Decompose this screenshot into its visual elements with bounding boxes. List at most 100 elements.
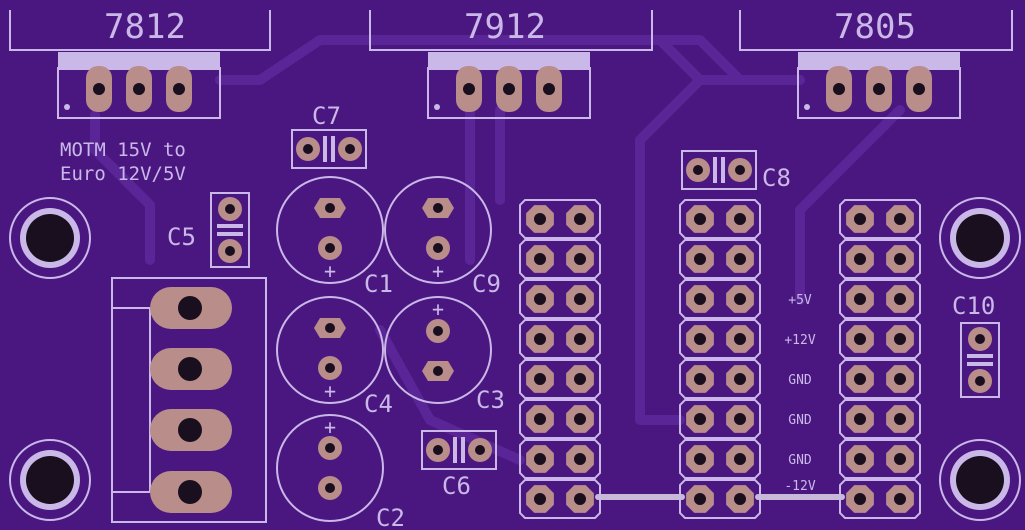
polarity-mark: +: [432, 259, 444, 283]
header-pin-hole: [694, 253, 706, 265]
header-pin-hole: [534, 413, 546, 425]
rail-labels: +5V +12V GND GND GND -12V: [784, 293, 815, 494]
rail-label: +5V: [788, 293, 812, 308]
polarity-mark: +: [324, 379, 336, 403]
capacitor-label: C4: [364, 390, 393, 418]
header-pin-hole: [734, 453, 746, 465]
capacitor-label: C3: [476, 386, 505, 414]
board-title-line-2: Euro 12V/5V: [60, 163, 186, 185]
header-pin-hole: [854, 493, 866, 505]
header-row-outline: [839, 199, 921, 239]
header-pin-hole: [894, 413, 906, 425]
header-row-outline: [679, 479, 761, 519]
header-pin-hole: [574, 373, 586, 385]
header-row-outline: [519, 279, 601, 319]
header-pin-hole: [534, 333, 546, 345]
regulator-label: 7805: [834, 7, 916, 47]
polarity-mark: +: [324, 259, 336, 283]
header-pin-hole: [574, 253, 586, 265]
power-input-terminal: [111, 277, 267, 523]
header-row-outline: [679, 399, 761, 439]
capacitor-c4: + C4: [276, 296, 393, 418]
header-pin-hole: [534, 213, 546, 225]
rail-label: GND: [788, 413, 812, 428]
header-pin-hole: [734, 413, 746, 425]
header-pin-hole: [734, 493, 746, 505]
header-row-outline: [839, 479, 921, 519]
header-pin-hole: [854, 373, 866, 385]
capacitor-label: C1: [364, 270, 393, 298]
copper-traces: [90, 35, 905, 465]
regulator-7912: 7912: [369, 7, 653, 119]
header-pin-hole: [734, 333, 746, 345]
header-pin-hole: [894, 293, 906, 305]
header-pin-hole: [854, 413, 866, 425]
header-row-outline: [839, 239, 921, 279]
header-pin-hole: [854, 453, 866, 465]
capacitor-c3: + C3: [384, 296, 505, 414]
header-pin-hole: [694, 333, 706, 345]
regulator-label: 7812: [104, 7, 186, 47]
header-pin-hole: [694, 373, 706, 385]
header-row-outline: [519, 399, 601, 439]
header-pin-hole: [534, 453, 546, 465]
header-row-outline: [839, 359, 921, 399]
header-pin-hole: [694, 413, 706, 425]
capacitor-label: C6: [442, 472, 471, 500]
header-pin-hole: [694, 453, 706, 465]
header-pin-hole: [854, 253, 866, 265]
rail-label: -12V: [784, 479, 815, 494]
header-pin-hole: [574, 293, 586, 305]
header-pin-hole: [534, 373, 546, 385]
header-pin-hole: [854, 333, 866, 345]
rail-label: GND: [788, 373, 812, 388]
regulator-pins: [456, 66, 562, 112]
mounting-hole-top-left: [9, 197, 91, 279]
capacitor-label: C7: [312, 102, 341, 130]
header-row-outline: [519, 439, 601, 479]
header-pin-hole: [894, 333, 906, 345]
mounting-hole-bottom-right: [939, 439, 1021, 521]
header-row-outline: [679, 239, 761, 279]
header-row-outline: [679, 359, 761, 399]
header-pin-hole: [694, 213, 706, 225]
header-pin-hole: [854, 213, 866, 225]
header-pin-hole: [734, 213, 746, 225]
capacitor-label: C2: [376, 504, 405, 530]
regulator-pins: [86, 66, 192, 112]
header-row-outline: [679, 199, 761, 239]
capacitor-c7: C7: [291, 102, 367, 169]
header-block-3: [839, 199, 921, 519]
header-pin-hole: [894, 253, 906, 265]
header-pin-hole: [534, 493, 546, 505]
header-row-outline: [679, 439, 761, 479]
header-row-outline: [519, 239, 601, 279]
header-pin-hole: [534, 253, 546, 265]
header-row-outline: [839, 399, 921, 439]
capacitor-label: C5: [167, 223, 196, 251]
header-pin-hole: [534, 293, 546, 305]
regulator-label: 7912: [464, 7, 546, 47]
header-pin-hole: [854, 293, 866, 305]
header-block-2: [679, 199, 761, 519]
capacitor-label: C10: [952, 292, 995, 320]
header-pin-hole: [894, 373, 906, 385]
capacitor-c6: C6: [421, 430, 497, 500]
header-pin-hole: [574, 493, 586, 505]
capacitor-c8: C8: [681, 150, 791, 192]
header-pin-hole: [574, 413, 586, 425]
polarity-mark: +: [432, 297, 444, 321]
header-row-outline: [519, 319, 601, 359]
header-row-outline: [839, 439, 921, 479]
header-pin-hole: [574, 213, 586, 225]
capacitor-c5: C5: [167, 192, 250, 268]
regulator-7812: 7812: [9, 7, 271, 119]
header-pin-hole: [694, 293, 706, 305]
header-pin-hole: [574, 453, 586, 465]
header-pin-hole: [694, 493, 706, 505]
header-row-outline: [519, 359, 601, 399]
capacitor-c2: + C2: [276, 414, 405, 530]
capacitor-label: C8: [762, 164, 791, 192]
header-block-1: [519, 199, 601, 519]
